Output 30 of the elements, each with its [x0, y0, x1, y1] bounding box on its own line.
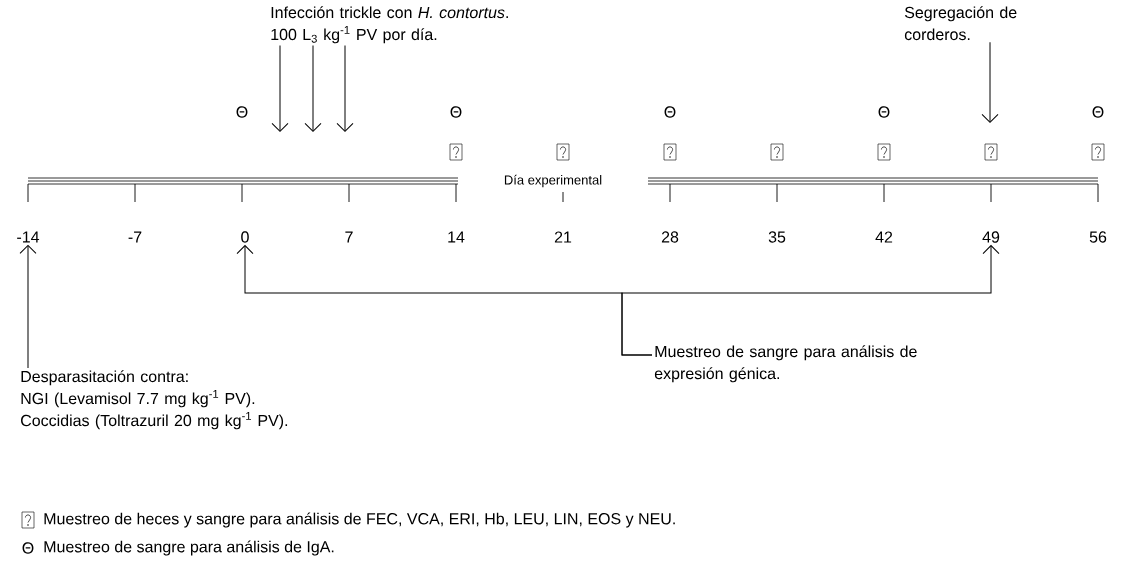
theta-symbol: Θ: [878, 106, 890, 118]
annotation-text: Infección trickle con H. contortus. 100 L$_{3}$ kg$^{-1}$ PV por día.: [271, 6, 508, 44]
theta-symbol: Θ: [1092, 106, 1104, 118]
tick-label: 21: [554, 231, 572, 243]
theta-symbol: Θ: [22, 542, 34, 554]
arrow: [621, 245, 1000, 356]
arrow: [304, 45, 322, 132]
tick-label: 7: [345, 231, 353, 243]
legend-text: Muestreo de sangre para análisis de IgA.: [44, 540, 334, 556]
annotation-text: Desparasitación contra: NGI (Levamisol 7.7 mg kg$^{-1}$ PV). Coccidias (Toltrazuril 20 mg kg$^{-1}$ PV).: [21, 370, 288, 430]
tick-label: -14: [17, 231, 40, 243]
theta-symbol: Θ: [236, 106, 248, 118]
arrow: [19, 244, 37, 369]
arrow: [981, 41, 999, 123]
tick-label: 14: [448, 231, 465, 243]
arrow: [336, 45, 354, 132]
tick-label: 42: [875, 231, 893, 243]
arrow: [271, 45, 289, 132]
axis-title: Día experimental: [502, 173, 604, 189]
tick-label: -7: [128, 231, 142, 243]
annotation-text: Segregación de corderos.: [904, 6, 1017, 41]
theta-symbol: Θ: [664, 106, 676, 118]
annotation-text: Muestreo de sangre para análisis de expresión génica.: [654, 345, 917, 383]
tick-label: 0: [241, 231, 249, 243]
tick-label: 28: [661, 231, 679, 243]
tick-label: 56: [1089, 231, 1107, 243]
theta-symbol: Θ: [450, 106, 462, 118]
tick-label: 49: [982, 231, 1000, 243]
tick-label: 35: [768, 231, 786, 243]
legend-text: Muestreo de heces y sangre para análisis de FEC, VCA, ERI, Hb, LEU, LIN, EOS y NEU.: [44, 512, 675, 528]
